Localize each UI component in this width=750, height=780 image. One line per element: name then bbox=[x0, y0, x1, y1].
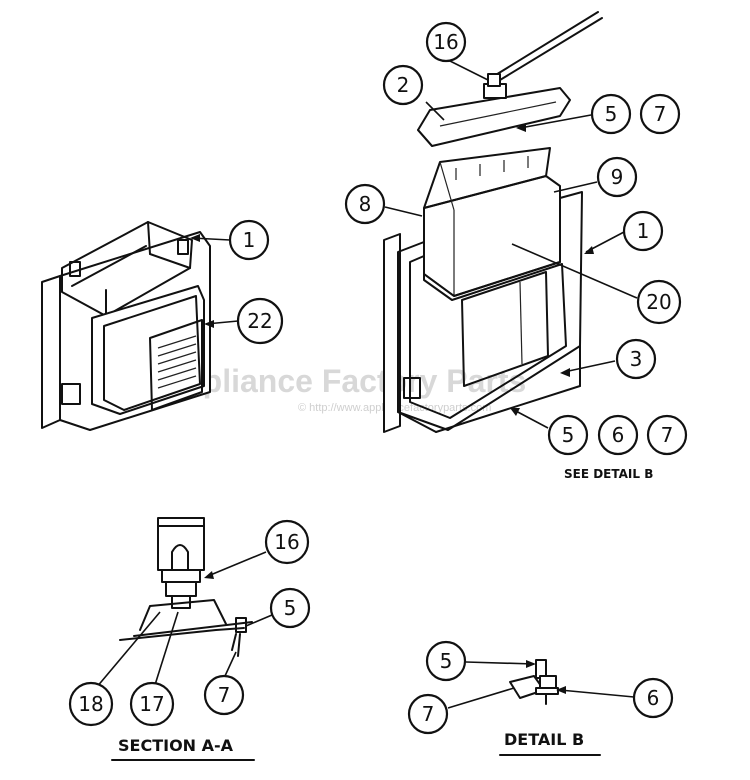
svg-text:22: 22 bbox=[247, 309, 272, 333]
svg-text:18: 18 bbox=[78, 692, 103, 716]
callout-detail-5: 5 bbox=[425, 640, 467, 682]
svg-text:5: 5 bbox=[440, 649, 453, 673]
svg-text:20: 20 bbox=[646, 290, 671, 314]
callout-right-20: 20 bbox=[636, 279, 682, 325]
svg-text:1: 1 bbox=[637, 219, 650, 243]
callout-bottom-6: 6 bbox=[597, 414, 639, 456]
detail-b-drawing bbox=[509, 659, 559, 705]
left-leaders bbox=[190, 234, 239, 328]
svg-text:7: 7 bbox=[654, 102, 667, 126]
right-leaders bbox=[384, 59, 638, 429]
svg-text:5: 5 bbox=[284, 596, 297, 620]
svg-text:8: 8 bbox=[359, 192, 372, 216]
section-a-a-leaders bbox=[95, 551, 273, 689]
svg-text:17: 17 bbox=[139, 692, 164, 716]
callout-top-16: 16 bbox=[425, 21, 467, 63]
callout-section-18: 18 bbox=[68, 681, 114, 727]
svg-text:6: 6 bbox=[647, 686, 660, 710]
callout-right-3: 3 bbox=[615, 338, 657, 380]
callout-section-5: 5 bbox=[269, 587, 311, 629]
callout-top-2: 2 bbox=[382, 64, 424, 106]
callout-right-8: 8 bbox=[344, 183, 386, 225]
callout-bottom-7: 7 bbox=[646, 414, 688, 456]
callout-right-9: 9 bbox=[596, 156, 638, 198]
svg-text:7: 7 bbox=[422, 702, 435, 726]
callout-detail-7: 7 bbox=[407, 693, 449, 735]
watermark-brand: Appliance Factory Parts bbox=[160, 363, 526, 399]
svg-text:5: 5 bbox=[605, 102, 618, 126]
callout-section-7: 7 bbox=[203, 674, 245, 716]
svg-text:2: 2 bbox=[397, 73, 410, 97]
svg-text:6: 6 bbox=[612, 423, 625, 447]
see-detail-b-label: SEE DETAIL B bbox=[564, 467, 653, 481]
section-a-a-drawing bbox=[119, 517, 253, 657]
section-a-a-title: SECTION A-A bbox=[118, 736, 234, 755]
callout-section-17: 17 bbox=[129, 681, 175, 727]
callout-section-16: 16 bbox=[264, 519, 310, 565]
callout-right-1: 1 bbox=[622, 210, 664, 252]
svg-text:5: 5 bbox=[562, 423, 575, 447]
callout-bottom-5: 5 bbox=[547, 414, 589, 456]
callout-detail-6: 6 bbox=[632, 677, 674, 719]
svg-text:16: 16 bbox=[274, 530, 299, 554]
svg-text:3: 3 bbox=[630, 347, 643, 371]
callout-top-7: 7 bbox=[639, 93, 681, 135]
detail-b-leaders bbox=[447, 660, 635, 709]
callout-top-5: 5 bbox=[590, 93, 632, 135]
svg-text:7: 7 bbox=[661, 423, 674, 447]
callout-left-1: 1 bbox=[228, 219, 270, 261]
detail-b-title: DETAIL B bbox=[504, 730, 584, 749]
svg-text:1: 1 bbox=[243, 228, 256, 252]
right-wall-sleeve-assembly bbox=[383, 11, 603, 433]
svg-text:7: 7 bbox=[218, 683, 231, 707]
callout-left-22: 22 bbox=[236, 297, 284, 345]
svg-text:9: 9 bbox=[611, 165, 624, 189]
svg-text:16: 16 bbox=[433, 30, 458, 54]
left-wall-sleeve-assembly bbox=[41, 221, 211, 431]
